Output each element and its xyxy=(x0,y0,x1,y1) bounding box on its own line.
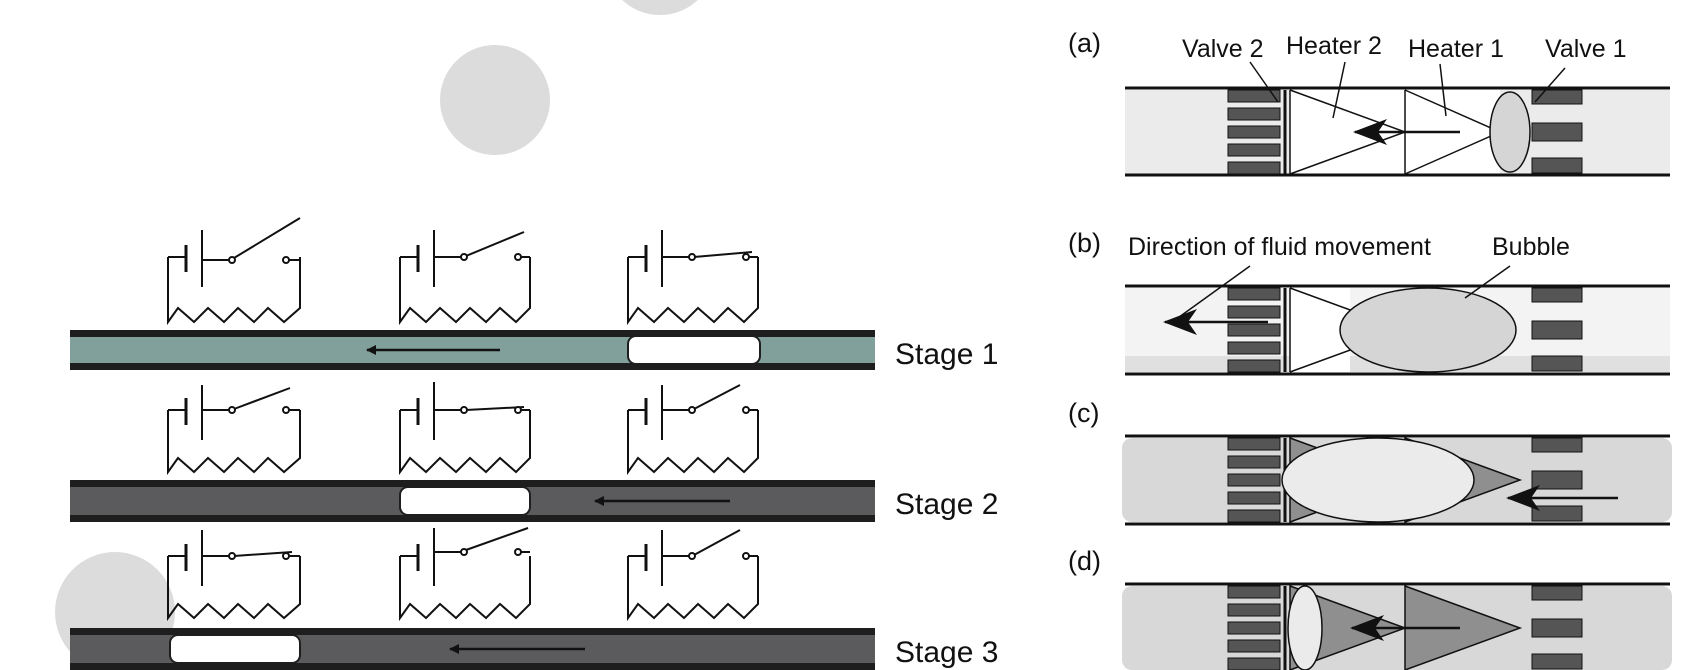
circuit-stage2-2 xyxy=(399,382,531,476)
circuit-stage1-1 xyxy=(167,217,301,326)
heater2-label: Heater 2 xyxy=(1286,32,1382,60)
panel-c: (c) xyxy=(1068,398,1672,526)
stage-1-label: Stage 1 xyxy=(895,338,998,371)
heater1-label: Heater 1 xyxy=(1408,35,1504,63)
direction-label: Direction of fluid movement xyxy=(1128,233,1431,261)
channel-stage1 xyxy=(70,330,875,370)
channel-stage3 xyxy=(70,628,875,670)
left-thermal-pump-diagram: Stage 1 Stage 2 Stage 3 xyxy=(70,217,998,670)
circuit-stage3-2 xyxy=(399,527,531,622)
bubble-stage1 xyxy=(627,335,761,365)
stage-2-label: Stage 2 xyxy=(895,488,998,521)
circuit-stage1-3 xyxy=(627,230,759,326)
panel-a-label: (a) xyxy=(1068,28,1101,58)
circuit-stage3-1 xyxy=(167,530,301,622)
circuit-stage3-3 xyxy=(627,529,759,622)
circuit-stage1-2 xyxy=(399,230,531,326)
stage-3-label: Stage 3 xyxy=(895,636,998,669)
channel-stage2 xyxy=(70,480,875,522)
valve1-label: Valve 1 xyxy=(1545,35,1627,63)
panel-d-label: (d) xyxy=(1068,546,1101,576)
bubble-stage3 xyxy=(169,634,301,664)
panel-d: (d) xyxy=(1068,546,1672,670)
bubble-stage2 xyxy=(399,486,531,516)
panel-b-label: (b) xyxy=(1068,228,1101,258)
circuit-stage2-1 xyxy=(167,385,301,476)
panel-c-label: (c) xyxy=(1068,398,1099,428)
valve2-label: Valve 2 xyxy=(1182,35,1264,63)
panel-b: (b) Direction of fluid movement Bubble xyxy=(1068,228,1670,376)
bubble-label: Bubble xyxy=(1492,233,1570,261)
right-valve-heater-diagram: (a) Valve 2 Heater 2 Heater 1 Valve 1 xyxy=(1068,28,1672,670)
panel-a: (a) Valve 2 Heater 2 Heater 1 Valve 1 xyxy=(1068,28,1670,177)
circuit-stage2-3 xyxy=(627,384,759,476)
